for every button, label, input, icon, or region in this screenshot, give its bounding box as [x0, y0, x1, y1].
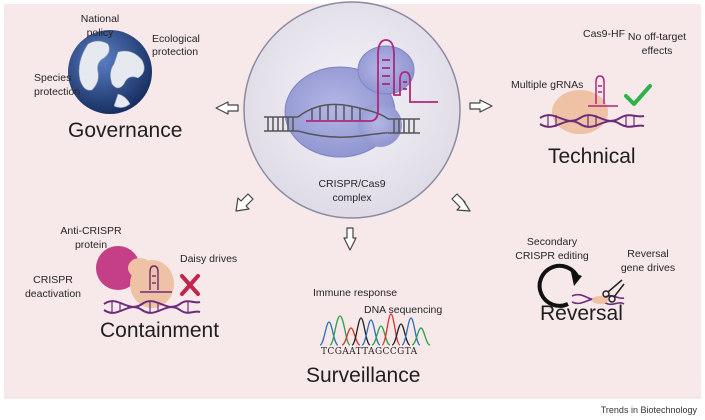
label-multiple-grnas: Multiple gRNAs — [511, 79, 584, 91]
cross-icon — [180, 274, 200, 296]
label-no-off-target-line2: effects — [641, 45, 673, 57]
globe-icon — [68, 30, 152, 114]
sequence-text: TCGAATTAGCCGTA — [321, 347, 418, 357]
label-national-line2: policy — [86, 27, 114, 39]
center-label-line2: complex — [332, 192, 372, 204]
containment-illustration — [96, 246, 201, 314]
label-ecological-line1: Ecological — [152, 33, 200, 45]
sequencing-trace — [319, 313, 431, 346]
center-label-line1: CRISPR/Cas9 — [318, 178, 386, 190]
label-species-line2: protection — [34, 86, 81, 98]
technical-illustration — [539, 75, 652, 134]
arrows — [215, 99, 493, 251]
label-secondary-line1: Secondary — [526, 236, 578, 248]
center-complex — [243, 1, 461, 219]
label-crispr-deactivation-line2: deactivation — [24, 288, 82, 300]
label-secondary-line2: CRISPR editing — [515, 250, 589, 262]
arrow-to-surveillance — [343, 227, 357, 251]
label-species-line1: Species — [34, 72, 72, 84]
label-anti-crispr-line1: Anti-CRISPR — [60, 225, 122, 237]
label-dna-sequencing: DNA sequencing — [364, 304, 443, 316]
label-reversal-gene-drives-line2: gene drives — [620, 262, 676, 274]
cas9-protein-shape — [284, 45, 415, 158]
circular-arrow-icon — [537, 263, 580, 308]
reversal-title: Reversal — [540, 302, 623, 325]
governance-title: Governance — [68, 119, 183, 142]
label-cas9hf: Cas9-HF — [583, 28, 626, 40]
label-crispr-deactivation-line1: CRISPR — [33, 274, 73, 286]
scissors-icon — [602, 279, 625, 303]
label-national-line1: National — [80, 13, 120, 25]
arrow-to-containment — [235, 193, 254, 212]
checkmark-icon — [624, 84, 652, 106]
arrow-to-reversal — [451, 193, 471, 212]
reversal-illustration — [537, 263, 625, 308]
technical-title: Technical — [548, 145, 636, 168]
label-anti-crispr-line2: protein — [74, 239, 108, 251]
containment-title: Containment — [100, 319, 220, 342]
label-immune-response: Immune response — [313, 287, 398, 299]
arrow-to-technical — [469, 99, 493, 113]
surveillance-title: Surveillance — [306, 364, 421, 387]
footer-journal-name: Trends in Biotechnology — [600, 405, 697, 415]
anti-crispr-protein-shape — [96, 246, 140, 290]
label-daisy-drives: Daisy drives — [180, 253, 238, 265]
label-no-off-target-line1: No off-target — [627, 31, 687, 43]
center-dna-helix — [264, 103, 420, 138]
guide-rna — [306, 39, 438, 122]
arrow-to-governance — [215, 101, 239, 115]
label-reversal-gene-drives-line1: Reversal — [627, 248, 669, 260]
label-ecological-line2: protection — [152, 46, 199, 58]
